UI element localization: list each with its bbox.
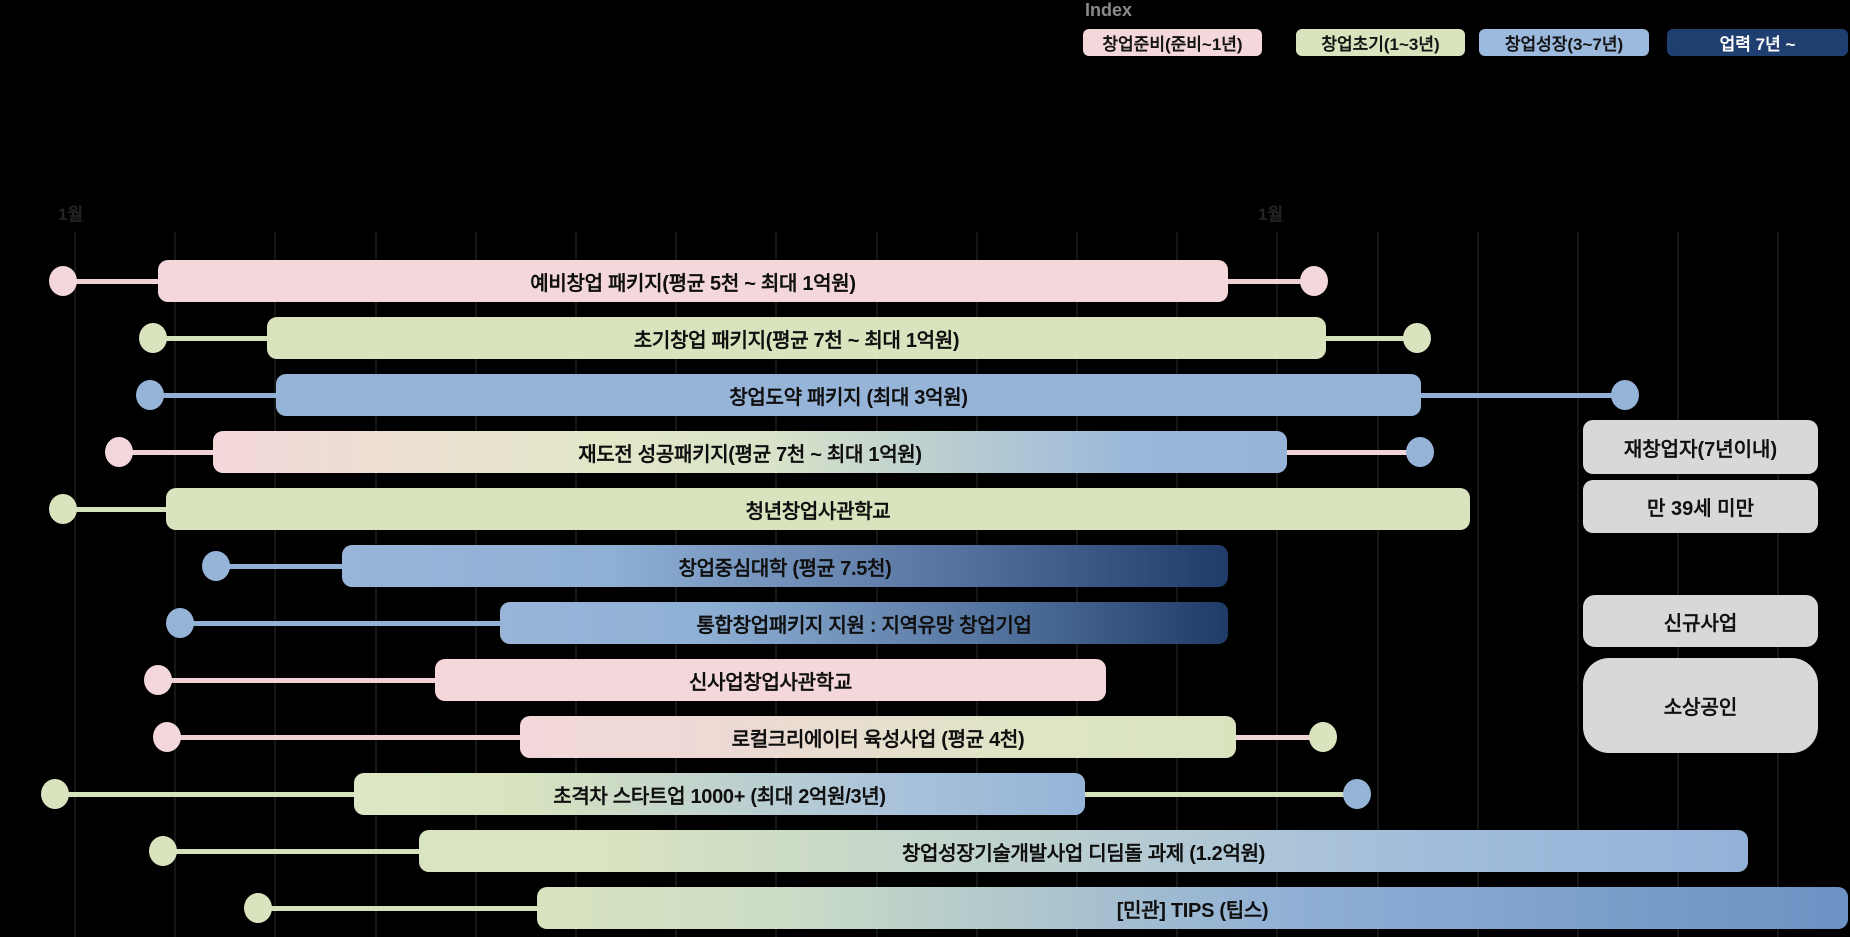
program-bar-label: 재도전 성공패키지(평균 7천 ~ 최대 1억원) xyxy=(578,443,922,466)
program-bar-label: 로컬크리에이터 육성사업 (평균 4천) xyxy=(731,728,1025,751)
month-gridline xyxy=(74,232,76,937)
legend-badge: 창업성장(3~7년) xyxy=(1479,29,1649,56)
left-start-dot xyxy=(49,266,77,296)
left-connector-line xyxy=(216,563,342,569)
left-start-dot xyxy=(144,665,172,695)
program-bar-label: 신사업창업사관학교 xyxy=(689,671,852,694)
month-gridline xyxy=(274,232,277,937)
legend-badge: 창업준비(준비~1년) xyxy=(1083,29,1262,56)
right-connector-line xyxy=(1228,278,1314,284)
program-bar: 통합창업패키지 지원 : 지역유망 창업기업 xyxy=(500,602,1228,644)
program-bar: 창업도약 패키지 (최대 3억원) xyxy=(276,374,1421,416)
program-bar: 재도전 성공패키지(평균 7천 ~ 최대 1억원) xyxy=(213,431,1287,473)
program-bar: [민관] TIPS (팁스) xyxy=(537,887,1848,929)
program-bar: 예비창업 패키지(평균 5천 ~ 최대 1억원) xyxy=(158,260,1228,302)
month-gridline xyxy=(1577,232,1579,937)
month-tick-label: 1월 xyxy=(58,205,84,224)
right-end-dot xyxy=(1611,380,1639,410)
eligibility-box-label: 신규사업 xyxy=(1663,612,1738,635)
left-connector-line xyxy=(180,620,500,626)
month-gridline xyxy=(1476,232,1479,937)
program-bar-label: [민관] TIPS (팁스) xyxy=(1116,899,1269,922)
program-bar-label: 예비창업 패키지(평균 5천 ~ 최대 1억원) xyxy=(530,272,856,295)
left-start-dot xyxy=(139,323,167,353)
left-connector-line xyxy=(63,506,166,512)
program-bar: 로컬크리에이터 육성사업 (평균 4천) xyxy=(520,716,1236,758)
eligibility-box: 재창업자(7년이내) xyxy=(1583,420,1818,474)
left-connector-line xyxy=(63,278,158,284)
left-start-dot xyxy=(49,494,77,524)
left-connector-line xyxy=(150,392,276,398)
program-bar-label: 통합창업패키지 지원 : 지역유망 창업기업 xyxy=(696,614,1032,637)
right-connector-line xyxy=(1236,734,1323,740)
left-start-dot xyxy=(166,608,194,638)
left-start-dot xyxy=(149,836,177,866)
program-bar: 초격차 스타트업 1000+ (최대 2억원/3년) xyxy=(354,773,1085,815)
left-start-dot xyxy=(41,779,69,809)
left-start-dot xyxy=(202,551,230,581)
legend-badge: 창업초기(1~3년) xyxy=(1296,29,1465,56)
right-connector-line xyxy=(1287,449,1420,455)
right-end-dot xyxy=(1309,722,1337,752)
month-gridline xyxy=(174,232,177,937)
left-start-dot xyxy=(136,380,164,410)
month-gridline xyxy=(1677,232,1680,937)
legend-title: Index xyxy=(1085,0,1133,20)
program-bar-label: 초기창업 패키지(평균 7천 ~ 최대 1억원) xyxy=(633,329,960,352)
right-end-dot xyxy=(1406,437,1434,467)
eligibility-box-label: 소상공인 xyxy=(1663,697,1738,719)
left-start-dot xyxy=(105,437,133,467)
left-connector-line xyxy=(163,848,419,854)
month-gridline xyxy=(1276,232,1279,937)
right-connector-line xyxy=(1326,335,1417,341)
eligibility-box: 소상공인 xyxy=(1583,658,1818,753)
program-bar-label: 창업중심대학 (평균 7.5천) xyxy=(678,557,892,580)
eligibility-box: 신규사업 xyxy=(1583,595,1818,647)
program-bar: 창업중심대학 (평균 7.5천) xyxy=(342,545,1228,587)
left-start-dot xyxy=(244,893,272,923)
right-end-dot xyxy=(1343,779,1371,809)
left-connector-line xyxy=(153,335,267,341)
left-connector-line xyxy=(258,905,537,911)
left-connector-line xyxy=(158,677,435,683)
program-bar-label: 창업도약 패키지 (최대 3억원) xyxy=(729,386,968,409)
program-bar-label: 창업성장기술개발사업 디딤돌 과제 (1.2억원) xyxy=(901,842,1266,865)
eligibility-box: 만 39세 미만 xyxy=(1583,480,1818,533)
month-tick-label: 1월 xyxy=(1258,205,1284,224)
left-start-dot xyxy=(153,722,181,752)
right-connector-line xyxy=(1421,392,1625,398)
program-bar: 신사업창업사관학교 xyxy=(435,659,1106,701)
legend-badge: 업력 7년 ~ xyxy=(1667,29,1848,56)
program-bar: 창업성장기술개발사업 디딤돌 과제 (1.2억원) xyxy=(419,830,1748,872)
right-end-dot xyxy=(1403,323,1431,353)
eligibility-box-label: 재창업자(7년이내) xyxy=(1623,438,1778,461)
left-connector-line xyxy=(55,791,354,797)
program-bar-label: 초격차 스타트업 1000+ (최대 2억원/3년) xyxy=(553,785,886,808)
program-bar: 초기창업 패키지(평균 7천 ~ 최대 1억원) xyxy=(267,317,1326,359)
month-gridline xyxy=(1777,232,1780,937)
program-bar: 청년창업사관학교 xyxy=(166,488,1470,530)
left-connector-line xyxy=(119,449,213,455)
month-gridline xyxy=(1376,232,1379,937)
right-connector-line xyxy=(1085,791,1357,797)
left-connector-line xyxy=(167,734,520,740)
right-end-dot xyxy=(1300,266,1328,296)
eligibility-box-label: 만 39세 미만 xyxy=(1647,498,1754,520)
program-bar-label: 청년창업사관학교 xyxy=(745,500,891,523)
